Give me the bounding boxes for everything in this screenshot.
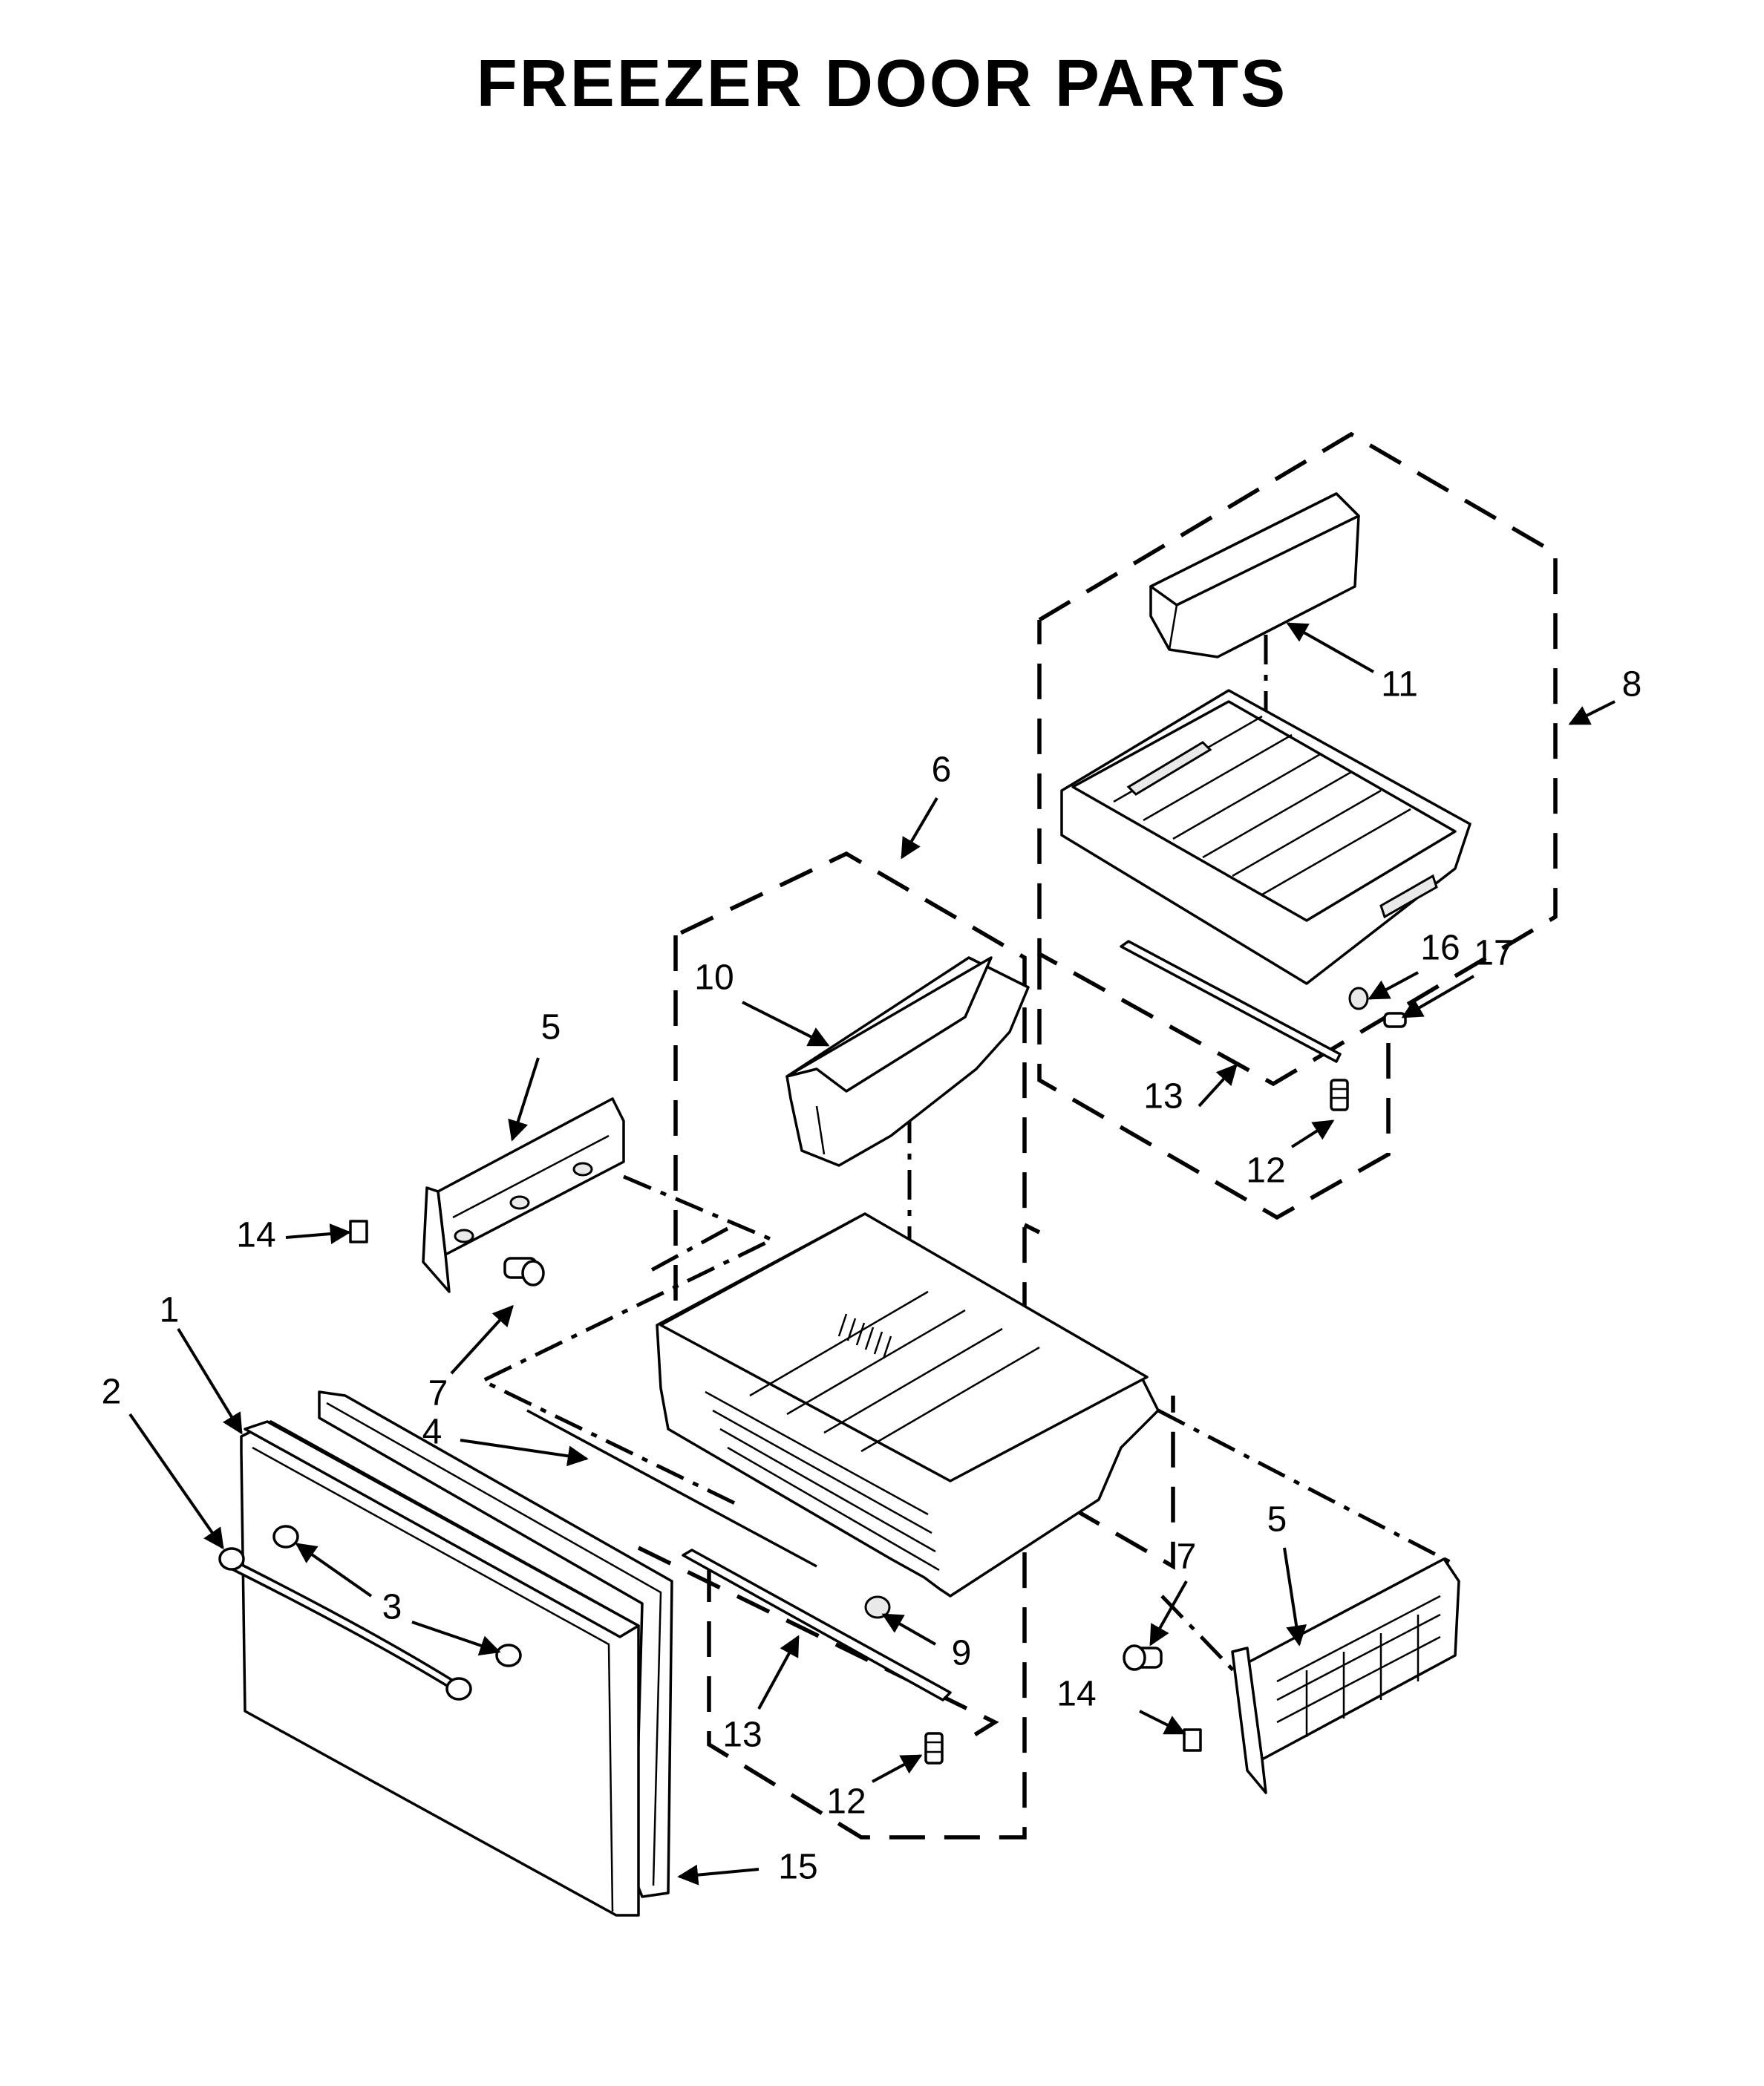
callout-11: 11 [1381,665,1418,704]
callout-12-upper: 12 [1246,1151,1285,1191]
washer-16 [1348,987,1369,1010]
callout-13-upper: 13 [1143,1077,1183,1116]
assembly-outline-8 [1037,431,1558,1220]
door-handle [218,1547,472,1701]
drawer-rod [526,1409,817,1568]
callout-7-left: 7 [428,1374,448,1413]
callout-2: 2 [102,1373,122,1412]
callout-8: 8 [1622,665,1642,704]
callout-10: 10 [694,958,734,998]
callout-5-right: 5 [1267,1500,1287,1540]
upper-screw [1330,1079,1349,1111]
callout-9: 9 [952,1634,972,1673]
callout-labels: 1 2 3 4 5 5 6 7 7 8 9 10 11 12 12 13 13 … [102,665,1642,1887]
left-clip [349,1220,368,1243]
callout-1: 1 [160,1291,180,1330]
upper-small-bin [1149,492,1360,658]
page-title: FREEZER DOOR PARTS [476,47,1288,121]
callout-6: 6 [932,751,952,790]
door-panel [240,1420,640,1917]
lower-screw [924,1732,944,1765]
drawer-vent-slots [837,1313,892,1359]
callout-4: 4 [422,1413,442,1452]
middle-small-bin [785,956,1030,1167]
left-shoulder-screw [503,1257,545,1286]
lower-slide-rail [682,1549,952,1701]
callout-15: 15 [778,1848,817,1887]
right-slide-bracket [1231,1557,1460,1794]
callout-16: 16 [1420,929,1460,968]
main-drawer [656,1212,1160,1598]
callout-12-lower: 12 [826,1782,866,1822]
handle-screw-left [272,1525,299,1549]
callout-14-left: 14 [236,1216,275,1255]
bushing-9 [864,1595,891,1619]
upper-basket [1060,689,1471,985]
callout-17: 17 [1474,934,1513,973]
callout-14-right: 14 [1056,1675,1096,1714]
left-slide-bracket [422,1097,625,1293]
callout-7-right: 7 [1177,1537,1197,1577]
right-clip [1183,1728,1202,1752]
callout-5-left: 5 [541,1008,561,1047]
handle-screw-right [495,1644,522,1667]
pin-17 [1383,1012,1407,1028]
leader-lines [128,622,1616,1886]
upper-slide-rail [1120,940,1342,1063]
callout-3: 3 [382,1588,402,1627]
callout-13-lower: 13 [722,1716,762,1755]
right-shoulder-screw [1123,1644,1163,1671]
